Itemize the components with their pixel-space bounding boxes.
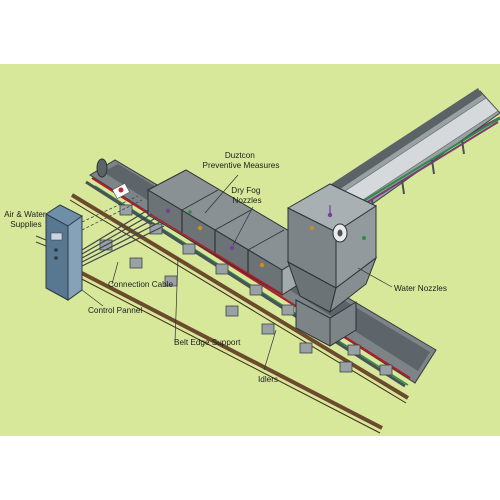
dry-fog-nozzle-markers [165,208,265,268]
transfer-chute-tower [286,183,378,347]
label-belt-edge-support: Belt Edge Support [174,338,241,347]
label-air-water-line-1: Air & Water [4,210,46,219]
label-preventive-line-1: Duztcon [225,151,255,160]
label-dry-fog-nozzles: Dry Fog Nozzles [231,186,262,205]
label-dry-fog-line-1: Dry Fog [231,186,261,195]
label-air-water-line-2: Supplies [10,220,41,229]
label-control-panel: Control Pannel [88,306,142,315]
supply-cables [35,209,165,267]
label-dry-fog-line-2: Nozzles [232,196,261,205]
label-preventive-line-2: Preventive Measures [203,161,280,170]
label-preventive-measures: Duztcon Preventive Measures [203,151,280,170]
leader-lines [81,174,393,371]
control-panel [45,204,83,301]
label-water-nozzles: Water Nozzles [394,284,447,293]
label-air-water-supplies: Air & Water Supplies [4,210,48,229]
dashed-signal-lines [81,195,143,231]
label-connection-cable: Connection Cable [108,280,174,289]
label-idlers: Idlers [258,375,278,384]
